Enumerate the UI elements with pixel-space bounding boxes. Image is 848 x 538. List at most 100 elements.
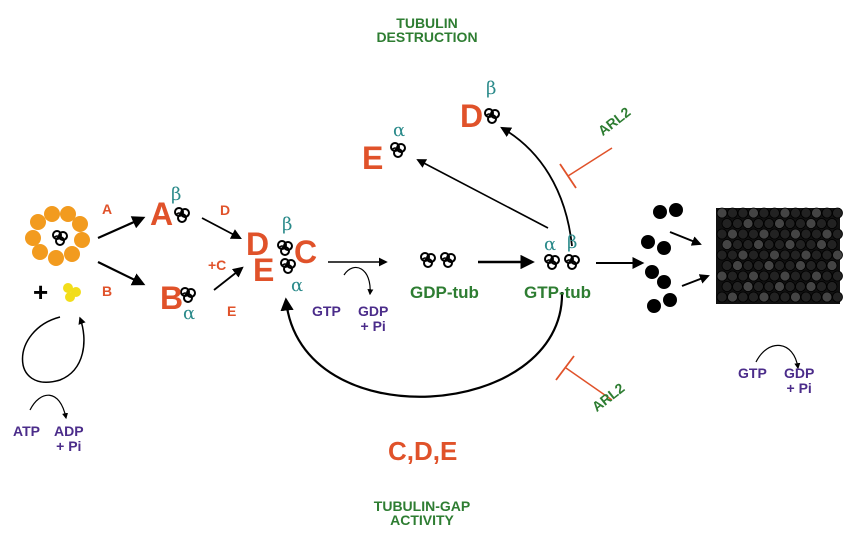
- arrow-to-b: [97, 261, 146, 286]
- atp-cycle-arrow: [21, 316, 86, 383]
- microtubule-subunit: [716, 207, 728, 219]
- cofactor-e: E: [253, 252, 275, 288]
- microtubule-subunit: [727, 249, 738, 261]
- microtubule-subunit: [790, 249, 801, 261]
- microtubule-subunit: [721, 218, 733, 229]
- microtubule-subunit: [800, 249, 812, 261]
- microtubule-subunit: [721, 281, 733, 292]
- beta-tubulin-destroyed: [484, 108, 500, 124]
- gap-return-arrow: [280, 291, 564, 398]
- microtubule-subunit: [821, 207, 833, 219]
- arrow-b-to-complex: [213, 266, 244, 291]
- microtubule-subunit: [795, 260, 806, 271]
- microtubule-subunit: [790, 270, 801, 282]
- gdp-tub-label: GDP-tub: [410, 283, 479, 302]
- beta-label-destroyed: β: [486, 78, 497, 99]
- arrow-dimer-add-2: [681, 274, 710, 287]
- arrow-to-alpha-destruction: [416, 159, 549, 229]
- microtubule-subunit: [721, 260, 733, 271]
- microtubule-subunit: [737, 207, 749, 219]
- microtubule-subunit: [784, 281, 796, 292]
- microtubule-subunit: [784, 260, 796, 271]
- microtubule-subunit: [758, 270, 770, 282]
- gdp-tub-dimer-a: [420, 252, 436, 268]
- microtubule-subunit: [832, 270, 843, 282]
- microtubule-subunit: [716, 228, 728, 240]
- microtubule-subunit: [805, 218, 817, 229]
- microtubule-subunit: [832, 249, 843, 261]
- microtubule-subunit: [784, 218, 796, 229]
- microtubule-subunit: [779, 207, 791, 219]
- microtubule-subunit: [748, 207, 759, 219]
- alpha-label-complex: α: [291, 275, 304, 296]
- microtubule-subunit: [716, 249, 728, 261]
- microtubule-subunit: [816, 239, 827, 250]
- beta-label-complex: β: [282, 214, 293, 235]
- microtubule-subunit: [790, 291, 801, 303]
- microtubule-subunit: [774, 218, 785, 229]
- microtubule-subunit: [769, 228, 780, 240]
- alpha-label-b: α: [183, 303, 196, 324]
- microtubule-subunit: [795, 218, 806, 229]
- beta-tubulin-a: [174, 207, 190, 223]
- plus-sign: +: [33, 277, 49, 307]
- microtubule-subunit: [800, 207, 812, 219]
- microtubule-subunit: [758, 228, 770, 240]
- microtubule-subunit: [826, 239, 838, 250]
- gtp-label-1: GTP: [312, 303, 341, 319]
- prefoldin: [63, 283, 81, 302]
- microtubule-subunit: [763, 239, 775, 250]
- microtubule-subunit: [758, 249, 770, 261]
- microtubule-subunit: [832, 228, 843, 240]
- microtubule-subunit: [732, 239, 743, 250]
- cofactors-cde: C,D,E: [388, 436, 458, 466]
- microtubule-subunit: [748, 270, 759, 282]
- microtubule-subunit: [742, 281, 754, 292]
- microtubule-subunit: [716, 270, 728, 282]
- microtubule-subunit: [832, 291, 843, 303]
- microtubule-subunit: [805, 260, 817, 271]
- complex-tubulin-bottom: [280, 258, 296, 274]
- microtubule-subunit: [826, 281, 838, 292]
- label-d-small: D: [220, 202, 231, 218]
- tubulin-gap-heading: TUBULIN-GAP ACTIVITY: [373, 498, 471, 528]
- microtubule-subunit: [748, 228, 759, 240]
- gdp-pi-label-1: GDP + Pi: [358, 303, 389, 335]
- microtubule-subunit: [753, 239, 764, 250]
- microtubule-subunit: [826, 218, 838, 229]
- microtubule-subunit: [769, 291, 780, 303]
- microtubule-subunit: [816, 281, 827, 292]
- microtubule-subunit: [769, 270, 780, 282]
- microtubule-subunit: [763, 260, 775, 271]
- microtubule-subunit: [790, 207, 801, 219]
- microtubule-subunit: [811, 270, 822, 282]
- microtubule-subunit: [758, 207, 770, 219]
- gtp-tub-dimer-a: [544, 254, 560, 270]
- microtubule-subunit: [758, 291, 770, 303]
- microtubule-subunit: [800, 228, 812, 240]
- cofactor-e-destruction: E: [362, 140, 384, 176]
- cofactor-b: B: [160, 280, 184, 316]
- microtubule-subunit: [779, 249, 791, 261]
- alpha-tubulin-destroyed: [390, 142, 406, 158]
- microtubule-subunit: [805, 281, 817, 292]
- microtubule-subunit: [742, 239, 754, 250]
- microtubule-subunit: [732, 281, 743, 292]
- microtubule-subunit: [732, 260, 743, 271]
- microtubule-subunit: [716, 291, 728, 303]
- microtubule-subunit: [779, 291, 791, 303]
- microtubule-subunit: [795, 239, 806, 250]
- microtubule-subunit: [821, 291, 833, 303]
- microtubule-subunit: [816, 218, 827, 229]
- microtubule-subunit: [727, 291, 738, 303]
- microtubule-subunit: [737, 249, 749, 261]
- arrow-to-beta-destruction: [500, 126, 573, 247]
- microtubule-subunit: [800, 270, 812, 282]
- microtubule-subunit: [748, 291, 759, 303]
- microtubule-subunit: [826, 260, 838, 271]
- gtp-tub-dimer-b: [564, 254, 580, 270]
- microtubule-subunit: [742, 218, 754, 229]
- arl2-inhibition-bottom: [565, 367, 613, 401]
- alpha-label-destroyed: α: [393, 120, 406, 141]
- microtubule-subunit: [732, 218, 743, 229]
